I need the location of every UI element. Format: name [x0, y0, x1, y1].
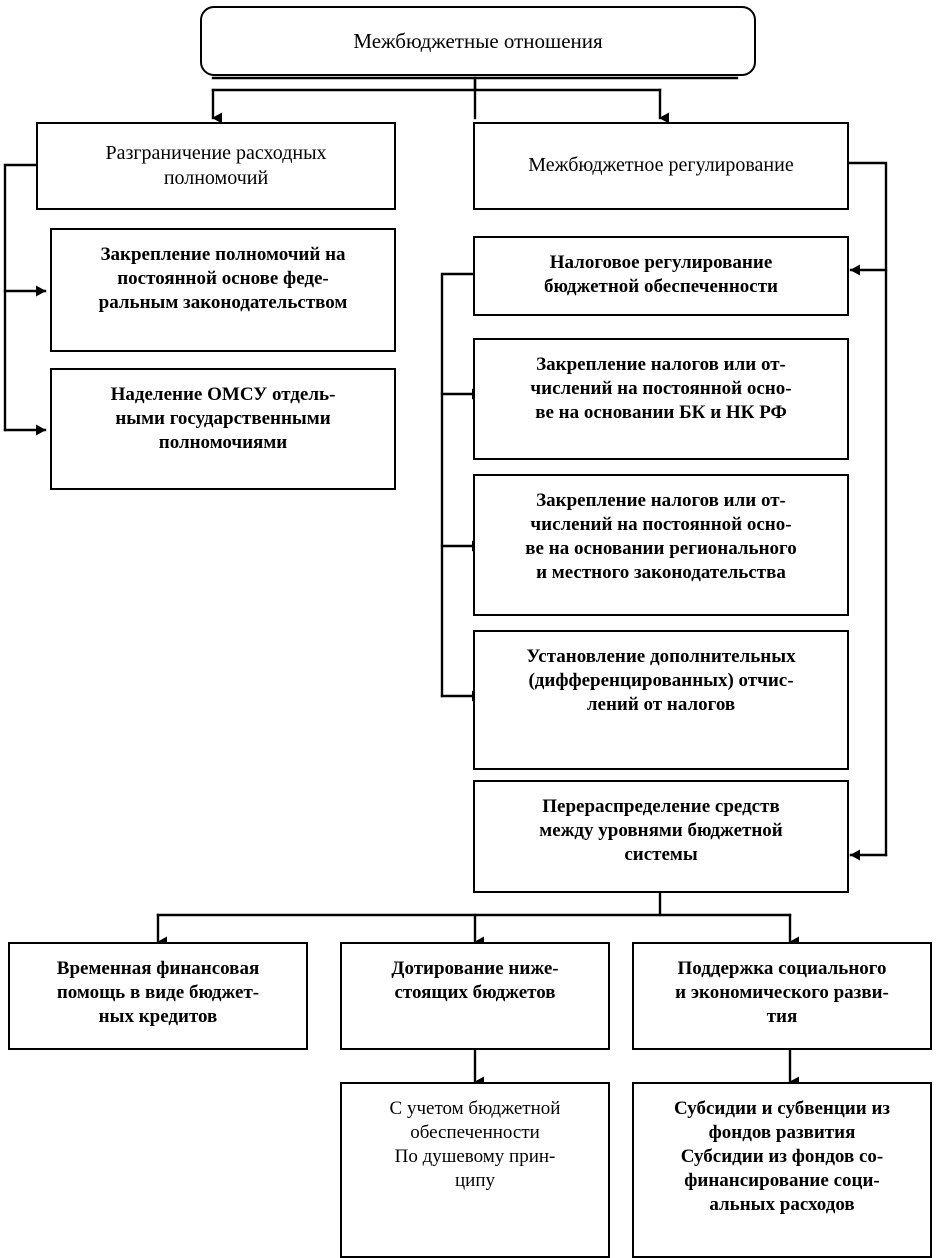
- node-zakreplenie-nalogov-regionalnoe[interactable]: Закрепление налогов или от- числений на …: [473, 474, 849, 616]
- node-dotirovanie-nizhestoyashchikh-byudzhetov[interactable]: Дотирование ниже- стоящих бюджетов: [340, 942, 610, 1050]
- node-label: Наделение ОМСУ отдель- ными государствен…: [110, 384, 336, 453]
- node-label: Разграничение расходных полномочий: [105, 141, 327, 189]
- connector-left-bus: [3, 163, 40, 432]
- node-label: Межбюджетные отношения: [353, 28, 603, 53]
- node-label: Поддержка социального и экономического р…: [675, 958, 889, 1027]
- node-s-uchetom-byudzhetnoy-obespechennosti[interactable]: С учетом бюджетной обеспеченности По душ…: [340, 1082, 610, 1258]
- node-pereraspredelenie-sredstv[interactable]: Перераспределение средств между уровнями…: [473, 780, 849, 893]
- node-subsidii-i-subvencii[interactable]: Субсидии и субвенции из фондов развития …: [632, 1082, 932, 1258]
- node-label: Дотирование ниже- стоящих бюджетов: [391, 958, 559, 1003]
- node-label: Временная финансовая помощь в виде бюдже…: [56, 958, 260, 1027]
- connector-mid-bus: [440, 272, 476, 698]
- node-razgranichenie-raskhodnykh-polnomochiy[interactable]: Разграничение расходных полномочий: [36, 122, 396, 210]
- node-label: Субсидии и субвенции из фондов развития …: [673, 1098, 891, 1215]
- node-label: Закрепление полномочий на постоянной осн…: [98, 244, 348, 313]
- node-label: Налоговое регулирование бюджетной обеспе…: [544, 252, 778, 297]
- node-mezhbyudzhetnoe-regulirovanie[interactable]: Межбюджетное регулирование: [473, 122, 849, 210]
- node-nadelenie-omsu[interactable]: Наделение ОМСУ отдель- ными государствен…: [50, 368, 396, 490]
- node-podderzhka-socialnogo-razvitiya[interactable]: Поддержка социального и экономического р…: [632, 942, 932, 1050]
- node-zakreplenie-nalogov-bk-nk[interactable]: Закрепление налогов или от- числений на …: [473, 338, 849, 460]
- node-label: Межбюджетное регулирование: [528, 154, 794, 177]
- node-label: Закрепление налогов или от- числений на …: [530, 354, 792, 423]
- node-label: Установление дополнительных (дифференцир…: [526, 646, 796, 715]
- node-label: С учетом бюджетной обеспеченности По душ…: [389, 1098, 561, 1191]
- node-label: Перераспределение средств между уровнями…: [539, 796, 783, 865]
- node-zakreplenie-polnomochiy[interactable]: Закрепление полномочий на постоянной осн…: [50, 228, 396, 352]
- node-ustanovlenie-dopolnitelnykh-otchisleniy[interactable]: Установление дополнительных (дифференцир…: [473, 630, 849, 770]
- node-label: Закрепление налогов или от- числений на …: [525, 490, 797, 583]
- connector-right-bus: [845, 161, 888, 857]
- node-mezhbyudzhetnye-otnosheniya[interactable]: Межбюджетные отношения: [200, 6, 756, 76]
- node-vremennaya-finansovaya-pomoshch[interactable]: Временная финансовая помощь в виде бюдже…: [8, 942, 308, 1050]
- node-nalogovoe-regulirovanie[interactable]: Налоговое регулирование бюджетной обеспе…: [473, 236, 849, 316]
